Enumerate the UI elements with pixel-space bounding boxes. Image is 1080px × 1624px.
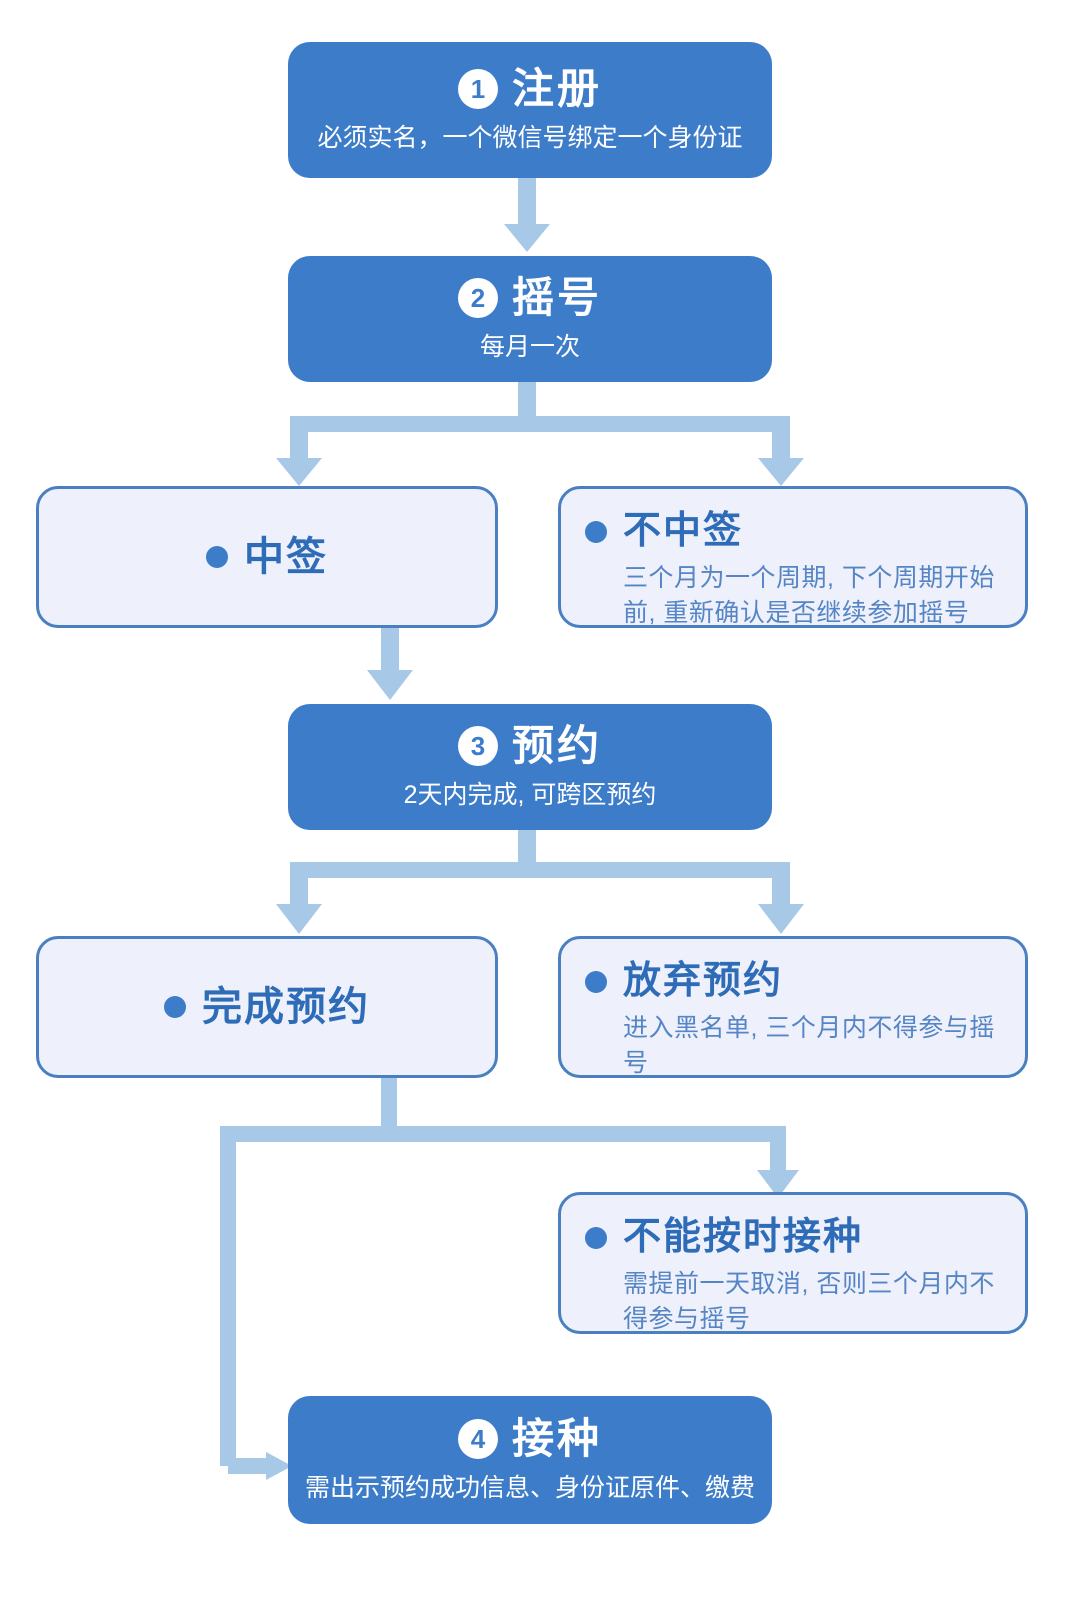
step3-number-badge: 3 [457, 726, 498, 766]
step1-heading: 1 注册 [457, 64, 602, 112]
connector-zhongqian-to-step3 [367, 628, 413, 700]
buneng-title: 不能按时接种 [623, 1216, 864, 1258]
node-step3-appointment[interactable]: 3 预约 2天内完成, 可跨区预约 [288, 704, 772, 830]
bullet-icon [585, 970, 607, 993]
node-outcome-zhongqian[interactable]: 中签 [36, 486, 498, 628]
step3-heading: 3 预约 [457, 721, 602, 769]
bullet-icon [585, 1226, 607, 1249]
buneng-description: 需提前一天取消, 否则三个月内不得参与摇号 [623, 1269, 995, 1334]
wancheng-heading: 完成预约 [164, 985, 370, 1029]
connector-wancheng-to-step4 [220, 1126, 292, 1480]
connector-step3-branch [276, 830, 804, 934]
node-step1-register[interactable]: 1 注册 必须实名，一个微信号绑定一个身份证 [288, 42, 772, 178]
node-outcome-fangqi-yuyue[interactable]: 放弃预约 进入黑名单, 三个月内不得参与摇号 [558, 936, 1028, 1078]
connector-step2-branch [276, 382, 804, 486]
bullet-icon [206, 546, 228, 568]
step1-number-badge: 1 [457, 69, 498, 109]
zhongqian-heading: 中签 [206, 535, 328, 579]
connector-step1-to-step2 [504, 178, 550, 252]
connector-wancheng-to-buneng [220, 1078, 799, 1198]
step2-subtitle: 每月一次 [479, 333, 580, 362]
bullet-icon [164, 996, 186, 1018]
step4-number-badge: 4 [457, 1419, 498, 1459]
step1-title: 注册 [511, 64, 602, 112]
step1-subtitle: 必须实名，一个微信号绑定一个身份证 [317, 124, 743, 153]
node-outcome-buzhongqian[interactable]: 不中签 三个月为一个周期, 下个周期开始前, 重新确认是否继续参加摇号 [558, 486, 1028, 628]
zhongqian-title: 中签 [244, 535, 328, 579]
buzhongqian-description: 三个月为一个周期, 下个周期开始前, 重新确认是否继续参加摇号 [623, 563, 995, 628]
bullet-icon [585, 520, 607, 543]
step2-number-badge: 2 [457, 278, 498, 318]
step4-title: 接种 [511, 1414, 602, 1462]
buzhongqian-title: 不中签 [623, 510, 744, 552]
step4-subtitle: 需出示预约成功信息、身份证原件、缴费 [304, 1474, 755, 1503]
wancheng-title: 完成预约 [202, 985, 370, 1029]
fangqi-heading: 放弃预约 [585, 960, 999, 1003]
fangqi-description: 进入黑名单, 三个月内不得参与摇号 [623, 1013, 995, 1078]
node-step2-lottery[interactable]: 2 摇号 每月一次 [288, 256, 772, 382]
buzhongqian-heading: 不中签 [585, 510, 999, 553]
fangqi-title: 放弃预约 [623, 960, 784, 1002]
node-outcome-buneng-anshi[interactable]: 不能按时接种 需提前一天取消, 否则三个月内不得参与摇号 [558, 1192, 1028, 1334]
step3-title: 预约 [511, 721, 602, 769]
step3-subtitle: 2天内完成, 可跨区预约 [403, 781, 657, 810]
node-outcome-wancheng-yuyue[interactable]: 完成预约 [36, 936, 498, 1078]
node-step4-vaccination[interactable]: 4 接种 需出示预约成功信息、身份证原件、缴费 [288, 1396, 772, 1524]
step4-heading: 4 接种 [457, 1414, 602, 1462]
buneng-heading: 不能按时接种 [585, 1216, 999, 1259]
step2-heading: 2 摇号 [457, 273, 602, 321]
step2-title: 摇号 [511, 273, 602, 321]
